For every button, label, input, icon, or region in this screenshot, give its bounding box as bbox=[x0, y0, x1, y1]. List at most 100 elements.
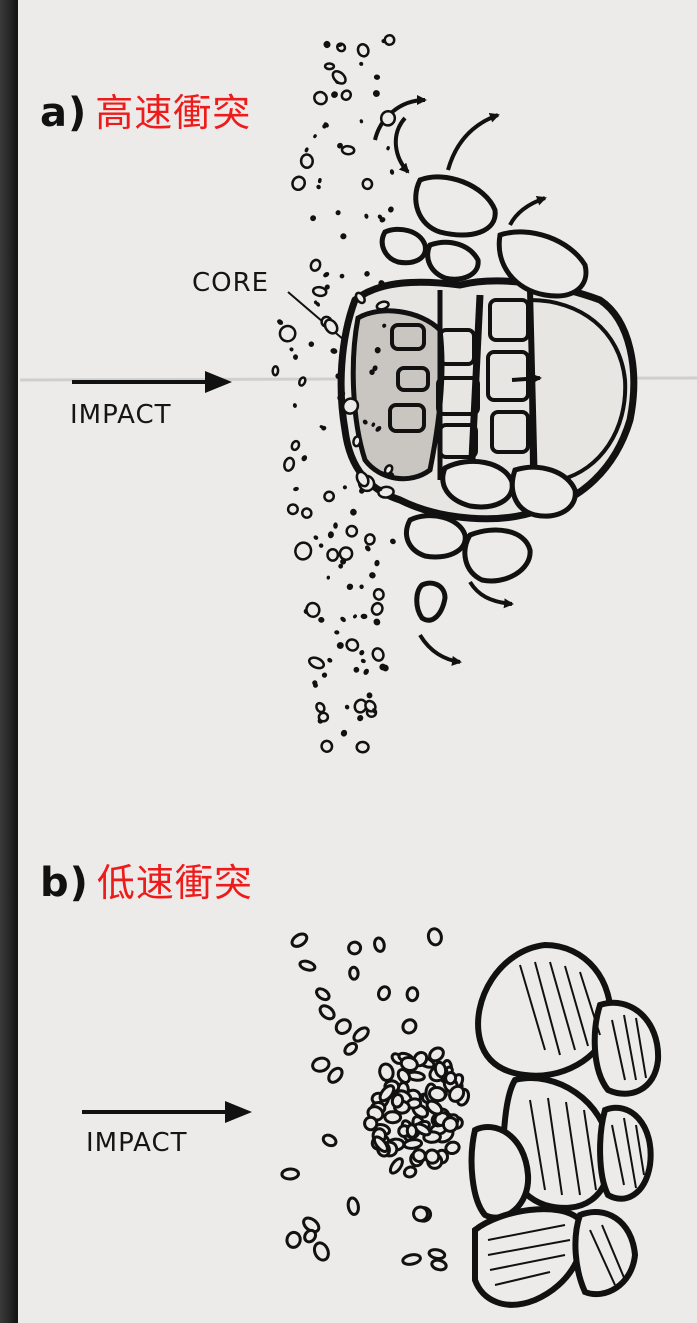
debris-particle bbox=[359, 119, 364, 124]
panel-a-part-label: a) bbox=[40, 90, 88, 136]
debris-particle bbox=[331, 91, 338, 98]
debris-particle bbox=[302, 1216, 321, 1234]
debris-particle bbox=[359, 61, 364, 66]
debris-particle bbox=[356, 43, 370, 58]
debris-particle bbox=[346, 583, 354, 591]
debris-particle bbox=[318, 543, 324, 548]
debris-particle bbox=[379, 663, 387, 671]
debris-particle bbox=[311, 1056, 331, 1073]
debris-particle bbox=[354, 291, 366, 305]
debris-particle bbox=[323, 490, 336, 503]
debris-particle bbox=[340, 144, 356, 156]
debris-particle bbox=[425, 1099, 444, 1116]
debris-particle bbox=[298, 959, 317, 972]
debris-particle bbox=[294, 541, 313, 561]
debris-particle bbox=[344, 704, 350, 710]
debris-particle bbox=[388, 206, 394, 213]
debris-particle bbox=[303, 1228, 318, 1244]
debris-particle bbox=[441, 1116, 459, 1133]
debris-particle bbox=[317, 711, 330, 723]
debris-particle bbox=[340, 616, 346, 623]
debris-particle bbox=[405, 1123, 419, 1139]
debris-particle bbox=[353, 614, 357, 619]
debris-particle bbox=[298, 376, 307, 387]
debris-particle bbox=[343, 1041, 359, 1056]
debris-particle bbox=[310, 215, 317, 222]
debris-particle bbox=[337, 142, 343, 149]
debris-particle bbox=[315, 701, 326, 714]
panel-a-title: a)高速衝突 bbox=[40, 82, 251, 137]
debris-particle bbox=[382, 323, 387, 328]
debris-particle bbox=[318, 1004, 336, 1021]
debris-particle bbox=[378, 1062, 395, 1082]
debris-particle bbox=[387, 472, 395, 479]
debris-particle bbox=[331, 70, 347, 85]
debris-particle bbox=[327, 657, 333, 663]
debris-particle bbox=[315, 987, 331, 1002]
debris-cloud-a bbox=[271, 33, 397, 754]
debris-cloud-b bbox=[280, 927, 471, 1272]
debris-particle bbox=[313, 300, 318, 305]
large-fragments-b bbox=[468, 941, 662, 1308]
debris-particle bbox=[271, 365, 280, 377]
core-inner-zone bbox=[350, 308, 445, 482]
debris-particle bbox=[293, 486, 299, 492]
debris-particle bbox=[402, 1138, 424, 1150]
debris-particle bbox=[320, 739, 334, 753]
debris-particle bbox=[366, 692, 373, 699]
debris-particle bbox=[301, 507, 313, 519]
debris-particle bbox=[323, 122, 329, 128]
impact-label-a: IMPACT bbox=[70, 400, 172, 430]
panel-b-part-label: b) bbox=[40, 860, 89, 906]
debris-particle bbox=[286, 503, 299, 516]
debris-particle bbox=[360, 613, 368, 620]
debris-particle bbox=[348, 965, 360, 981]
debris-particle bbox=[334, 1018, 352, 1035]
debris-particle bbox=[430, 1258, 448, 1272]
debris-particle bbox=[340, 233, 347, 240]
debris-particle bbox=[321, 1133, 338, 1148]
debris-particle bbox=[290, 439, 301, 452]
debris-particle bbox=[424, 1148, 441, 1165]
debris-particle bbox=[427, 1248, 447, 1261]
debris-particle bbox=[371, 647, 385, 662]
debris-particle bbox=[426, 927, 443, 947]
debris-particle bbox=[289, 347, 294, 352]
debris-particle bbox=[390, 538, 396, 545]
debris-particle bbox=[373, 618, 381, 626]
debris-particle bbox=[379, 217, 386, 223]
spall-slabs-top bbox=[379, 174, 589, 299]
debris-particle bbox=[362, 419, 368, 425]
debris-particle bbox=[323, 40, 331, 49]
debris-particle bbox=[292, 354, 299, 360]
debris-particle bbox=[323, 318, 339, 335]
debris-particle bbox=[327, 531, 334, 539]
debris-particle bbox=[433, 1060, 448, 1079]
debris-particle bbox=[290, 932, 309, 948]
debris-particle bbox=[308, 341, 315, 348]
debris-particle bbox=[321, 425, 327, 431]
debris-particle bbox=[361, 177, 374, 191]
debris-particle bbox=[285, 1230, 302, 1249]
debris-particle bbox=[305, 601, 321, 619]
debris-particle bbox=[372, 90, 380, 97]
debris-particle bbox=[377, 985, 391, 1002]
debris-particle bbox=[318, 616, 325, 623]
core-fragments bbox=[388, 289, 628, 501]
debris-particle bbox=[283, 456, 296, 472]
debris-particle bbox=[364, 545, 371, 552]
debris-particle bbox=[339, 273, 345, 279]
panel-b-drawing bbox=[82, 927, 662, 1308]
debris-particle bbox=[345, 638, 360, 652]
debris-particle bbox=[375, 300, 390, 311]
debris-particle bbox=[389, 169, 395, 175]
debris-particle bbox=[401, 1253, 422, 1266]
debris-particle bbox=[371, 422, 376, 427]
debris-particle bbox=[292, 403, 297, 408]
debris-particle bbox=[374, 347, 381, 354]
debris-particle bbox=[327, 1066, 344, 1084]
debris-particle bbox=[405, 986, 420, 1003]
debris-particle bbox=[363, 668, 369, 675]
debris-particle bbox=[375, 426, 382, 432]
